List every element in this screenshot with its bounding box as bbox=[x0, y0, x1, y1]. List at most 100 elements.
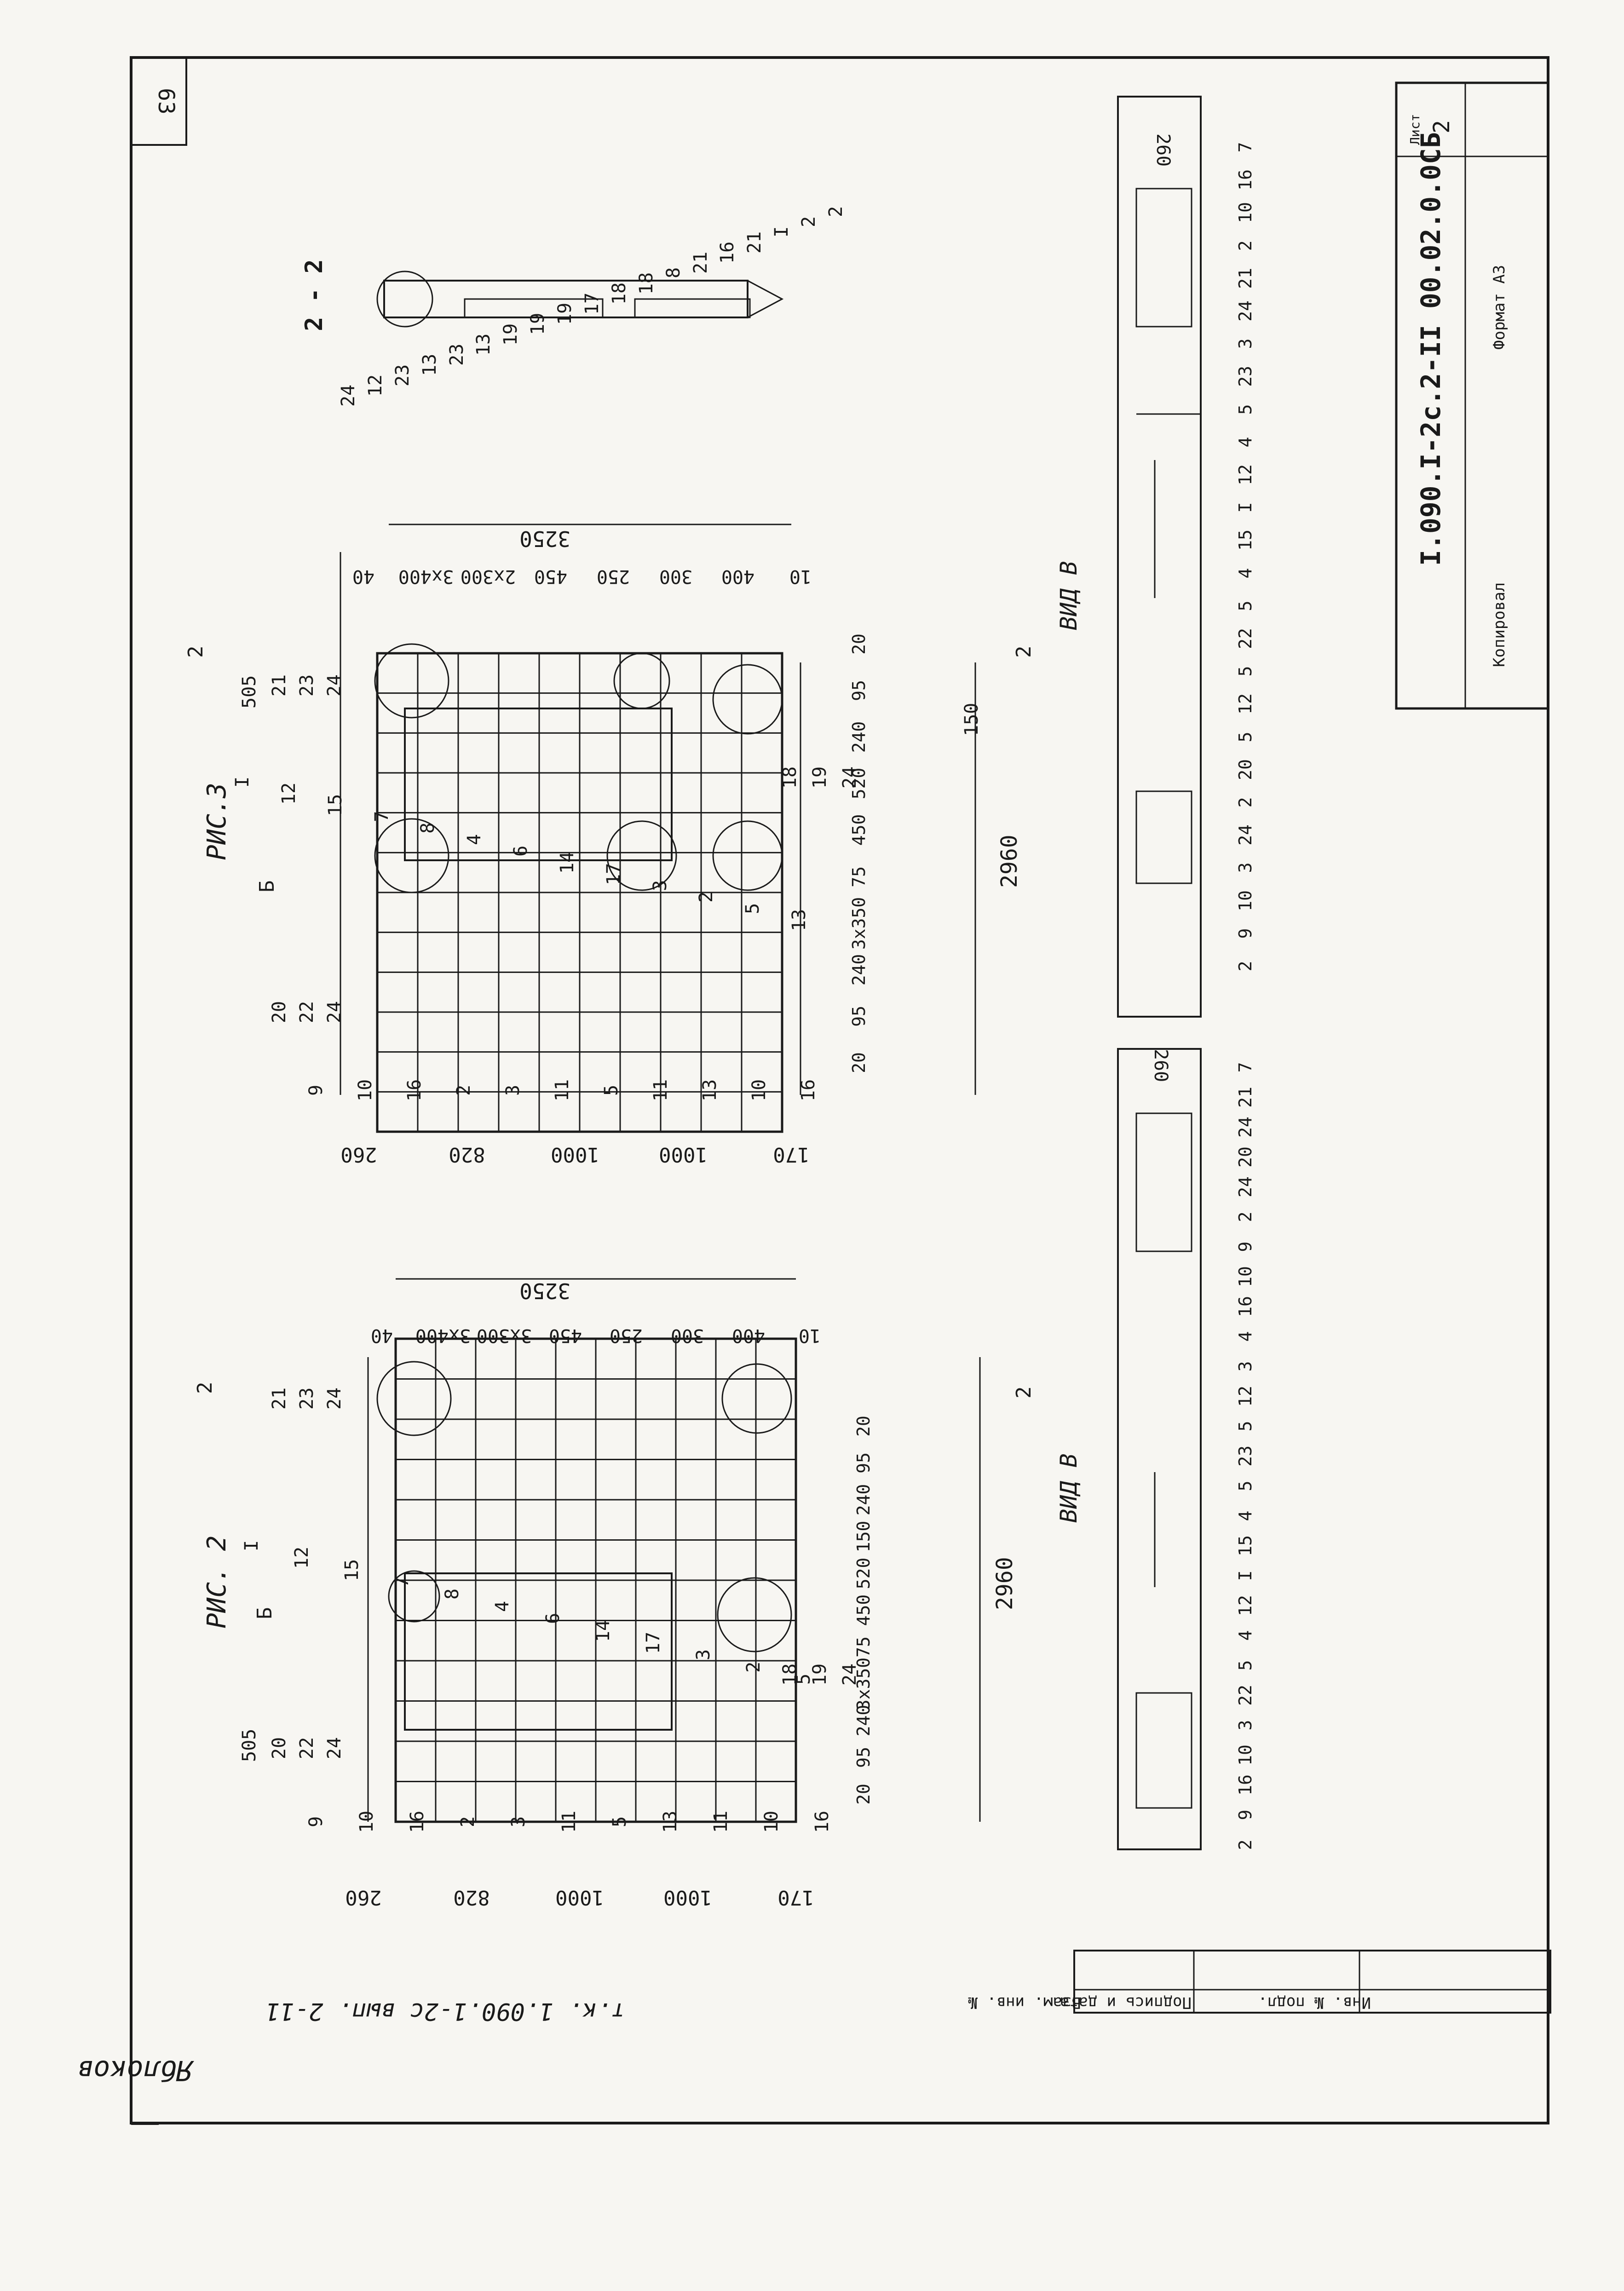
fig2-section-mark-bottom: 2 bbox=[1012, 1387, 1036, 1399]
vbl-label-13: 23 bbox=[1235, 1445, 1255, 1467]
stamp-inv-podl: Инв. № подл. bbox=[1258, 1993, 1371, 2012]
fig2-pos-6: 5 bbox=[609, 1816, 630, 1827]
vbl-label-12: 5 bbox=[1235, 1481, 1255, 1491]
fig2-pos-7: 13 bbox=[660, 1811, 681, 1833]
vbl-label-24: 24 bbox=[1235, 1117, 1255, 1138]
fig2-callout-3: 7 bbox=[392, 1577, 413, 1588]
fig2-callout-9: 3 bbox=[693, 1649, 714, 1660]
fig3-tdim-6: 3х350 bbox=[849, 897, 869, 950]
fig3-callout-7: 14 bbox=[557, 852, 578, 874]
vbl-label-21: 2 bbox=[1235, 1212, 1255, 1222]
sec22-label-6: 19 bbox=[500, 323, 521, 345]
fig2-pos-0: 9 bbox=[305, 1816, 327, 1827]
fig3-pos-0: 9 bbox=[305, 1085, 327, 1096]
sec22-label-11: 18 bbox=[636, 272, 657, 294]
fig3-view-arrow: Б bbox=[255, 881, 279, 893]
vbu-label-5: 2 bbox=[1235, 797, 1255, 808]
fig3-gl-1: 22 bbox=[296, 1001, 317, 1023]
fig2-rdim-0: 40 bbox=[371, 1325, 393, 1346]
fig2-gr-2: 24 bbox=[324, 1387, 345, 1410]
fig2-dim-505: 505 bbox=[239, 1729, 260, 1762]
vbu-label-23: 10 bbox=[1235, 202, 1255, 223]
fig3-pos-10: 16 bbox=[798, 1079, 819, 1101]
vbl-label-8: 12 bbox=[1235, 1595, 1255, 1616]
vbl-label-23: 20 bbox=[1235, 1146, 1255, 1168]
fig2-tdim-10: 20 bbox=[853, 1784, 874, 1805]
fig3-rdim-0: 40 bbox=[352, 566, 374, 587]
fig2-tdim-2: 240 bbox=[853, 1484, 874, 1516]
fig3-gl-2: 24 bbox=[324, 1001, 345, 1023]
fig2-callout-10: 2 bbox=[743, 1662, 764, 1673]
fig3-callout-6: 6 bbox=[510, 846, 531, 857]
stamp-podpis-data: Подпись и дата bbox=[1060, 1993, 1192, 2012]
fig2-vdim-4: 170 bbox=[777, 1886, 814, 1909]
vbu-label-14: I bbox=[1235, 502, 1255, 513]
fig2-gl-2: 24 bbox=[324, 1737, 345, 1759]
stamp-vzam-inv: Взам. инв. № bbox=[968, 1993, 1081, 2012]
copied-label: Копировал bbox=[1490, 582, 1509, 667]
fig2-callout-1: 12 bbox=[291, 1547, 312, 1569]
sec22-label-5: 13 bbox=[473, 334, 494, 356]
sec22-label-10: 18 bbox=[609, 282, 630, 305]
fig3-gb-0: 18 bbox=[779, 766, 800, 789]
vbu-label-25: 7 bbox=[1235, 142, 1255, 153]
fig2-section-mark-top: 2 bbox=[193, 1382, 217, 1394]
fig2-pos-1: 10 bbox=[356, 1811, 377, 1833]
fig3-rdim-1: 3х400 bbox=[398, 566, 454, 587]
vbl-label-10: 15 bbox=[1235, 1535, 1255, 1556]
vbl-label-3: 10 bbox=[1235, 1744, 1255, 1766]
fig3-tdim-9: 20 bbox=[849, 1052, 869, 1073]
fig2-gb-1: 19 bbox=[809, 1664, 830, 1686]
fig2-pos-10: 16 bbox=[812, 1811, 833, 1833]
vbu-label-4: 24 bbox=[1235, 824, 1255, 846]
vbl-label-17: 4 bbox=[1235, 1331, 1255, 1342]
fig2-gb-2: 24 bbox=[839, 1664, 860, 1686]
fig3-section-mark-bottom: 2 bbox=[1012, 646, 1036, 658]
format-label: Формат А3 bbox=[1490, 265, 1509, 350]
vbu-label-8: 12 bbox=[1235, 693, 1255, 714]
fig2-gr-0: 21 bbox=[269, 1387, 290, 1410]
fig3-gr-2: 24 bbox=[324, 674, 345, 697]
fig2-tdim-0: 20 bbox=[853, 1416, 874, 1437]
fig3-gr-1: 23 bbox=[296, 674, 317, 697]
fig2-overall-length: 2960 bbox=[992, 1557, 1018, 1610]
fig2-vdim-3: 1000 bbox=[663, 1886, 712, 1909]
sec22-label-14: 16 bbox=[717, 242, 738, 264]
fig2-pos-2: 16 bbox=[407, 1811, 428, 1833]
fig2-rdim-5: 300 bbox=[671, 1325, 704, 1346]
fig3-overall-length: 2960 bbox=[996, 835, 1022, 888]
fig3-callout-8: 17 bbox=[603, 863, 624, 885]
fig2-rdim-6: 400 bbox=[732, 1325, 765, 1346]
fig2-tdim-3: 150 bbox=[853, 1521, 874, 1553]
fig3-vdim-2: 1000 bbox=[551, 1143, 599, 1166]
vbu-label-13: 15 bbox=[1235, 530, 1255, 551]
fig3-tdim-2: 240 bbox=[849, 721, 869, 753]
vbl-label-4: 3 bbox=[1235, 1720, 1255, 1731]
sec22-label-7: 19 bbox=[527, 313, 548, 335]
vbu-label-19: 3 bbox=[1235, 339, 1255, 349]
view-b-upper: ВИД В 260 29103242205125225415I124523324… bbox=[1055, 96, 1255, 1018]
vbu-label-15: 12 bbox=[1235, 464, 1255, 485]
fig2-vdim-0: 260 bbox=[345, 1886, 381, 1909]
fig3-dim-150: 150 bbox=[961, 703, 982, 736]
view-b-lower: ВИД В 260 2916103225412I1545235123416109… bbox=[1055, 1048, 1255, 1850]
vbu-label-24: 16 bbox=[1235, 169, 1255, 190]
fig3-rdim-5: 300 bbox=[659, 566, 692, 587]
sec22-label-1: 12 bbox=[365, 374, 386, 397]
vbu-label-1: 9 bbox=[1235, 928, 1255, 939]
fig2-callout-11: 5 bbox=[793, 1674, 814, 1685]
fig2-tdim-8: 240 bbox=[853, 1705, 874, 1737]
